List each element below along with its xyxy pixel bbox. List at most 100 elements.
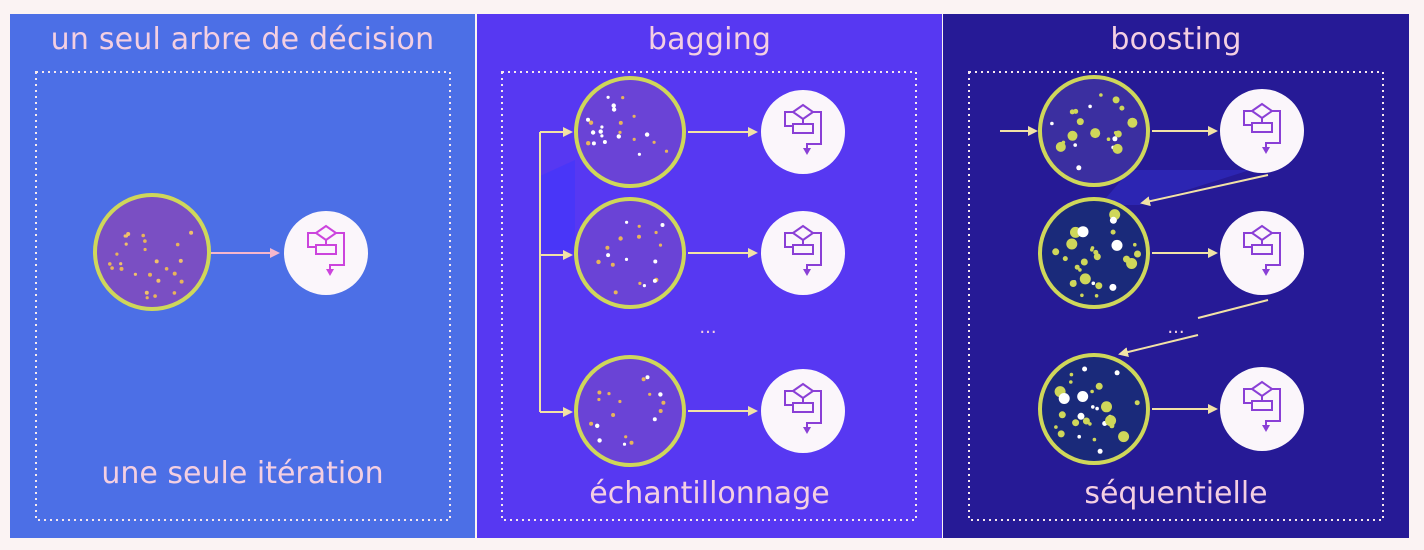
sample-point [664,149,669,153]
sample-point [586,141,591,146]
sample-point [1067,130,1078,141]
bagging-ellipsis: ... [699,317,716,338]
sample-point [148,272,152,277]
sample-point [621,96,625,100]
sample-point [1077,434,1081,439]
sample-point [1092,437,1097,442]
sample-point [1066,238,1078,250]
sample-point [632,137,636,141]
sample-point [1076,165,1082,171]
sample-point [1069,380,1073,384]
sample-point [1062,256,1068,262]
sample-point [1076,118,1084,126]
sample-point [1134,400,1140,406]
sample-point [652,278,657,283]
sample-point [590,130,596,135]
sample-point [1050,121,1054,126]
boosting-feedback-arrow [1197,299,1269,319]
sample-point [1055,141,1066,152]
sample-point [605,245,610,250]
sample-point [618,399,622,404]
panel-caption-single-iteration: une seule itération [101,456,384,491]
sample-point [172,291,177,295]
sample-point [598,129,603,134]
sample-point [156,278,161,283]
sample-point [1074,264,1080,270]
panel-boosting: boosting séquentielle [943,14,1409,538]
sample-point [606,95,610,99]
sample-point [654,230,658,235]
sample-point [141,233,145,238]
decision-tree-icon [761,90,845,174]
sample-point [1106,137,1111,141]
sample-point [658,409,663,413]
sample-point [1077,412,1085,420]
sample-point [178,258,183,263]
sample-point [645,375,650,380]
sample-point [641,377,646,382]
sample-point [1134,250,1141,258]
sample-point [1112,136,1118,142]
sample-point [1080,258,1088,266]
sample-point [1069,372,1074,377]
sample-point [1093,253,1101,261]
sample-point [618,130,622,134]
frame-bagging [501,71,917,521]
decision-tree-icon [761,211,845,295]
sample-point [143,239,147,243]
bagging-sampling-band [540,160,575,250]
sample-point [1111,239,1123,251]
sample-point [145,296,149,300]
sample-point [126,232,131,236]
sample-point [124,242,128,246]
sample-point [658,243,663,247]
sample-point [1127,117,1138,128]
sample-point [1069,109,1075,115]
sample-point [144,290,149,295]
sample-point [602,140,607,144]
sample-point [1110,229,1116,235]
sample-point [629,440,634,445]
dataset-circle-icon [574,76,686,188]
dataset-circle-icon [574,197,686,309]
sample-point [660,223,665,227]
sample-point [658,392,663,397]
frame-single [35,71,451,521]
sample-point [108,262,112,266]
sample-point [143,247,147,252]
sample-point [1112,143,1123,154]
decision-tree-icon [761,369,845,453]
dataset-circle-icon [93,193,211,311]
sample-point [175,242,180,247]
sample-point [611,413,616,417]
sample-point [1105,415,1117,427]
sample-point [600,125,604,129]
sample-point [1091,405,1095,409]
sample-point [588,120,594,125]
sample-point [179,279,184,284]
sample-point [597,438,602,443]
sample-point [1079,273,1091,285]
sample-point [1091,281,1096,286]
sample-point [1126,258,1138,269]
decision-tree-icon [284,211,368,295]
sample-point [637,224,641,228]
sample-point [1119,105,1125,111]
sample-point [597,390,602,395]
sample-point [1109,283,1117,291]
sample-point [637,152,642,156]
decision-tree-icon [1220,89,1304,173]
sample-point [133,272,137,276]
sample-point [632,114,636,118]
sample-points [108,93,1141,454]
sample-point [1118,431,1130,443]
sample-point [1090,389,1094,394]
sample-point [642,284,647,288]
sample-point [661,400,666,405]
sample-point [153,294,157,298]
dataset-circle-icon [574,355,686,467]
sample-point [1072,419,1080,427]
sample-point [1109,216,1117,224]
sample-point [1090,246,1095,250]
